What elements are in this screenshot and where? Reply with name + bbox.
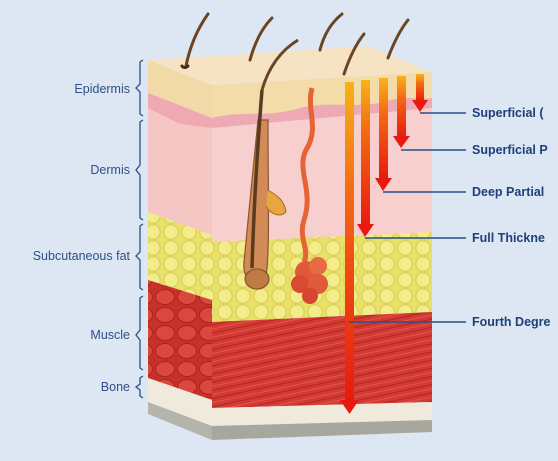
label-subcutaneous-fat: Subcutaneous fat — [33, 249, 130, 263]
label-bone: Bone — [101, 380, 130, 394]
muscle-layer-side — [212, 312, 432, 408]
label-fourth-degree: Fourth Degre — [472, 315, 550, 329]
layer-braces — [136, 60, 143, 398]
label-epidermis: Epidermis — [74, 82, 130, 96]
front-left-face — [148, 60, 212, 432]
label-superficial-partial: Superficial P — [472, 143, 548, 157]
label-deep-partial: Deep Partial — [472, 185, 544, 199]
label-superficial: Superficial ( — [472, 106, 544, 120]
label-full-thickness: Full Thickne — [472, 231, 545, 245]
label-muscle: Muscle — [90, 328, 130, 342]
label-dermis: Dermis — [90, 163, 130, 177]
